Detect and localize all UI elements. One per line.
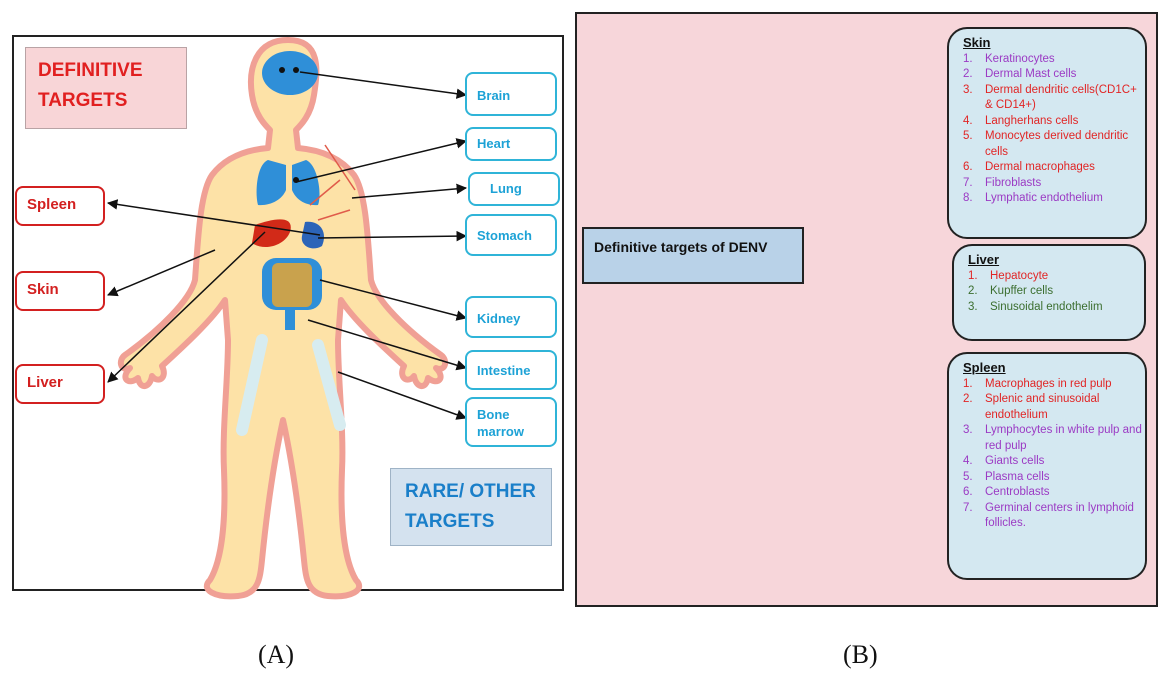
item-number: 5. xyxy=(963,470,985,486)
cell-list-item: 7.Germinal centers in lymphoid follicles… xyxy=(963,501,1145,532)
cell-list-item: 6.Dermal macrophages xyxy=(963,160,1145,176)
item-text: Centroblasts xyxy=(985,485,1050,501)
item-number: 1. xyxy=(963,377,985,393)
item-number: 1. xyxy=(968,269,990,285)
cell-list-item: 4.Langherhans cells xyxy=(963,114,1145,130)
item-text: Keratinocytes xyxy=(985,52,1055,68)
cell-list-item: 3.Lymphocytes in white pulp and red pulp xyxy=(963,423,1145,454)
item-text: Sinusoidal endothelim xyxy=(990,300,1103,316)
item-text: Dermal Mast cells xyxy=(985,67,1076,83)
item-number: 5. xyxy=(963,129,985,160)
liver-heading: Liver xyxy=(968,252,1144,268)
cell-list-item: 2.Dermal Mast cells xyxy=(963,67,1145,83)
item-number: 3. xyxy=(963,83,985,114)
cell-list-item: 1.Hepatocyte xyxy=(968,269,1144,285)
item-number: 3. xyxy=(963,423,985,454)
item-text: Giants cells xyxy=(985,454,1044,470)
item-number: 4. xyxy=(963,454,985,470)
caption-b: (B) xyxy=(843,640,878,670)
item-number: 1. xyxy=(963,52,985,68)
item-text: Lymphatic endothelium xyxy=(985,191,1103,207)
target-heart: Heart xyxy=(465,127,557,161)
item-number: 8. xyxy=(963,191,985,207)
caption-a: (A) xyxy=(258,640,294,670)
target-brain: Brain xyxy=(465,72,557,116)
target-liver: Liver xyxy=(15,364,105,404)
item-text: Macrophages in red pulp xyxy=(985,377,1112,393)
spleen-heading: Spleen xyxy=(963,360,1145,376)
cell-list-item: 1.Macrophages in red pulp xyxy=(963,377,1145,393)
item-number: 6. xyxy=(963,160,985,176)
denv-center-box: Definitive targets of DENV xyxy=(582,227,804,284)
rare-targets-label: RARE/ OTHER TARGETS xyxy=(390,468,552,546)
cell-list-item: 3.Sinusoidal endothelim xyxy=(968,300,1144,316)
target-skin: Skin xyxy=(15,271,105,311)
item-number: 3. xyxy=(968,300,990,316)
item-number: 4. xyxy=(963,114,985,130)
target-intestine: Intestine xyxy=(465,350,557,390)
item-number: 2. xyxy=(968,284,990,300)
item-text: Dermal dendritic cells(CD1C+ & CD14+) xyxy=(985,83,1145,114)
item-text: Dermal macrophages xyxy=(985,160,1095,176)
item-number: 2. xyxy=(963,67,985,83)
cell-list-item: 5.Monocytes derived dendritic cells xyxy=(963,129,1145,160)
cell-list-item: 1.Keratinocytes xyxy=(963,52,1145,68)
target-stomach: Stomach xyxy=(465,214,557,256)
target-lung: Lung xyxy=(468,172,560,206)
item-number: 7. xyxy=(963,501,985,532)
cell-list-item: 4.Giants cells xyxy=(963,454,1145,470)
definitive-targets-label: DEFINITIVE TARGETS xyxy=(25,47,187,129)
item-text: Monocytes derived dendritic cells xyxy=(985,129,1145,160)
item-text: Splenic and sinusoidal endothelium xyxy=(985,392,1145,423)
target-kidney: Kidney xyxy=(465,296,557,338)
cell-list-item: 8.Lymphatic endothelium xyxy=(963,191,1145,207)
item-text: Germinal centers in lymphoid follicles. xyxy=(985,501,1145,532)
cell-list-item: 6.Centroblasts xyxy=(963,485,1145,501)
item-text: Plasma cells xyxy=(985,470,1050,486)
item-text: Lymphocytes in white pulp and red pulp xyxy=(985,423,1145,454)
item-text: Kupffer cells xyxy=(990,284,1053,300)
cell-list-item: 7.Fibroblasts xyxy=(963,176,1145,192)
item-number: 6. xyxy=(963,485,985,501)
target-spleen: Spleen xyxy=(15,186,105,226)
cell-list-item: 3.Dermal dendritic cells(CD1C+ & CD14+) xyxy=(963,83,1145,114)
item-number: 7. xyxy=(963,176,985,192)
item-number: 2. xyxy=(963,392,985,423)
cell-list-item: 2.Splenic and sinusoidal endothelium xyxy=(963,392,1145,423)
cell-list-item: 2.Kupffer cells xyxy=(968,284,1144,300)
item-text: Fibroblasts xyxy=(985,176,1041,192)
target-bone-marrow: Bone marrow xyxy=(465,397,557,447)
skin-heading: Skin xyxy=(963,35,1145,51)
item-text: Hepatocyte xyxy=(990,269,1048,285)
item-text: Langherhans cells xyxy=(985,114,1078,130)
cell-list-item: 5.Plasma cells xyxy=(963,470,1145,486)
